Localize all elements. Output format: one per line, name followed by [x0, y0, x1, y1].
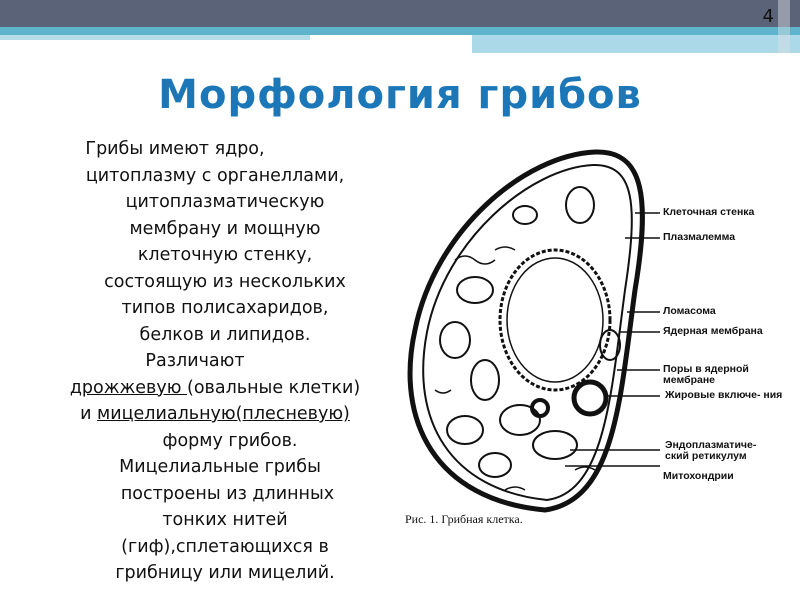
body-line: дрожжевую (овальные клетки) — [20, 375, 410, 402]
body-line: Различают — [145, 351, 245, 371]
mycelial-term: мицелиальную(плесневую) — [97, 404, 350, 424]
fungal-cell-figure: Клеточная стенка Плазмалемма Ломасома Яд… — [395, 140, 795, 535]
label-mitochondria: Митохондрии — [663, 470, 734, 482]
header-light-band — [0, 35, 310, 40]
header-right-band — [472, 35, 800, 53]
body-line: мембрану и мощную — [129, 218, 321, 239]
body-line: типов полисахаридов, — [121, 298, 329, 318]
yeast-term: дрожжевую — [69, 377, 188, 398]
body-line: и мицелиальную(плесневую) — [20, 401, 410, 428]
label-lipid-inclusions: Жировые включе- ния — [665, 389, 783, 401]
conj: и — [80, 404, 98, 424]
body-line: Грибы имеют ядро, — [85, 139, 265, 159]
label-nuclear-pores: Поры в ядерной мембране — [663, 363, 749, 386]
body-line: построены из длинных — [120, 483, 335, 504]
header-strip — [778, 0, 790, 53]
body-line: цитоплазматическую — [125, 192, 325, 212]
body-line: тонких нитей — [162, 510, 288, 530]
label-endoplasmic-reticulum: Эндоплазматиче- ский ретикулум — [665, 439, 757, 462]
fungal-cell-drawing — [407, 149, 660, 513]
body-line: (гиф),сплетающихся в — [121, 536, 329, 557]
body-line: грибницу или мицелий. — [115, 563, 335, 583]
header-bar — [0, 0, 800, 27]
label-nuclear-membrane: Ядерная мембрана — [663, 325, 763, 337]
slide-number: 4 — [762, 6, 774, 27]
label-cell-wall: Клеточная стенка — [663, 206, 755, 218]
slide-title: Морфология грибов — [158, 72, 642, 118]
label-plasmalemma: Плазмалемма — [663, 231, 736, 243]
figure-caption: Рис. 1. Грибная клетка. — [405, 512, 523, 526]
header-accent-band — [0, 27, 800, 35]
body-line: состоящую из нескольких — [104, 271, 346, 292]
yeast-desc: (овальные клетки) — [187, 377, 361, 398]
label-lomasome: Ломасома — [663, 305, 716, 317]
body-line: белков и липидов. — [139, 324, 311, 345]
body-line: форму грибов. — [162, 430, 298, 451]
body-text: Грибы имеют ядро, цитоплазму с органелла… — [20, 136, 410, 587]
body-line: цитоплазму с органеллами, — [85, 165, 345, 186]
body-line: Мицелиальные грибы — [119, 457, 321, 477]
body-line: клеточную стенку, — [137, 245, 313, 265]
